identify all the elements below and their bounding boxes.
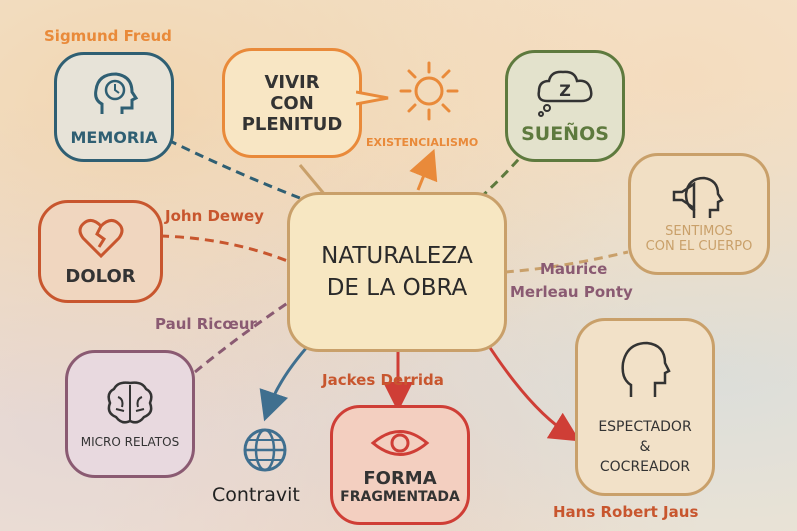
connector-espectador (483, 339, 581, 442)
sentimos-node: SENTIMOS CON EL CUERPO (628, 153, 770, 275)
micro-label: MICRO RELATOS (80, 435, 180, 449)
memoria-label: MEMORIA (70, 127, 158, 147)
connector-sentimos (504, 250, 629, 274)
suenos-label: SUEÑOS (521, 123, 609, 145)
head-megaphone-icon (672, 176, 724, 218)
vivir-node: VIVIR CON PLENITUD (222, 48, 362, 158)
dream-cloud-icon: Z (537, 70, 593, 117)
espectador-line-2: & (639, 439, 651, 455)
center-node: NATURALEZA DE LA OBRA (287, 192, 507, 352)
espectador-line-1: ESPECTADOR (598, 419, 692, 435)
author-jackes-derrida: Jackes Derrida (322, 371, 444, 389)
svg-text:Z: Z (559, 81, 571, 100)
head-clock-icon (94, 71, 139, 114)
broken-heart-icon (78, 219, 123, 258)
dolor-node: DOLOR (38, 200, 163, 303)
vivir-line-3: PLENITUD (241, 113, 343, 135)
connector-micro (194, 298, 293, 374)
suenos-node: Z SUEÑOS (505, 50, 625, 162)
globe-icon (243, 428, 287, 472)
forma-node: FORMA FRAGMENTADA (330, 405, 470, 525)
author-hans-robert-jaus: Hans Robert Jaus (553, 503, 699, 521)
forma-line-1: FORMA (363, 467, 437, 489)
author-sigmund-freud: Sigmund Freud (44, 27, 172, 45)
espectador-node: ESPECTADOR & COCREADOR (575, 318, 715, 496)
author-merleau-line-1: Maurice (540, 260, 608, 278)
existencialismo-label: EXISTENCIALISMO (366, 136, 479, 149)
vivir-line-2: CON (270, 92, 314, 114)
head-icon (621, 341, 671, 397)
forma-line-2: FRAGMENTADA (340, 488, 460, 505)
micro-node: MICRO RELATOS (65, 350, 195, 478)
sentimos-line-1: SENTIMOS (665, 224, 733, 239)
sun-icon (399, 61, 459, 121)
contravit-label: Contravit (212, 484, 300, 506)
author-merleau-line-2: Merleau Ponty (510, 283, 633, 301)
brain-icon (107, 381, 153, 424)
connector-memoria (167, 138, 306, 202)
connector-suenos (478, 151, 527, 200)
center-line-2: DE LA OBRA (326, 275, 468, 301)
speech-tail (356, 90, 389, 106)
connector-existencialismo (409, 148, 438, 191)
vivir-line-1: VIVIR (264, 71, 320, 93)
connector-vivir (298, 164, 327, 196)
espectador-line-3: COCREADOR (599, 459, 691, 475)
eye-icon (370, 429, 430, 456)
connector-dolor (159, 234, 291, 264)
author-john-dewey: John Dewey (165, 207, 264, 225)
memoria-node: MEMORIA (54, 52, 174, 162)
sentimos-line-2: CON EL CUERPO (645, 239, 753, 254)
author-paul-ricoeur: Paul Ricœur (155, 315, 257, 333)
center-line-1: NATURALEZA (321, 243, 473, 269)
dolor-label: DOLOR (65, 266, 136, 287)
